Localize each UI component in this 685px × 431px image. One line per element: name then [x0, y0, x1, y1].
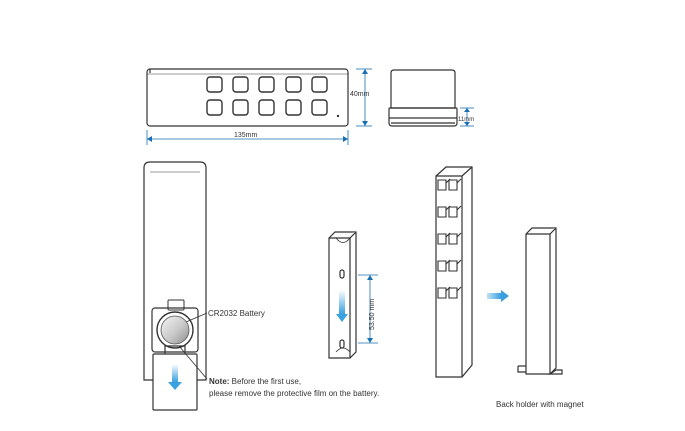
- wall-plate-arrow-icon: [336, 290, 348, 322]
- remote-buttons: [206, 76, 328, 116]
- led-indicator: [336, 114, 340, 118]
- dimension-screw-spacing: [358, 274, 378, 344]
- attach-arrow-icon: [487, 290, 509, 302]
- dimension-thickness: [460, 107, 474, 127]
- dimension-length-label: 135mm: [234, 132, 258, 139]
- remote-button: [206, 76, 223, 93]
- note-line-1: Note: Before the first use,: [209, 377, 301, 386]
- remote-button: [311, 76, 328, 93]
- slide-out-arrow-icon: [168, 364, 182, 390]
- remote-button: [232, 76, 249, 93]
- battery-leader-lines: [178, 312, 208, 380]
- remote-button: [285, 76, 302, 93]
- remote-button: [232, 99, 249, 116]
- dimension-thickness-label: 11mm: [458, 117, 474, 123]
- remote-button: [258, 76, 275, 93]
- dimension-length: [146, 130, 349, 145]
- remote-perspective-view: [435, 166, 473, 378]
- note-prefix: Note:: [209, 377, 229, 386]
- dimension-height-label: 40mm: [350, 91, 370, 98]
- back-holder-label: Back holder with magnet: [496, 400, 584, 409]
- dimension-screw-spacing-label: 53.50 mm: [369, 299, 376, 330]
- remote-button: [285, 99, 302, 116]
- remote-button: [258, 99, 275, 116]
- note-text-1: Before the first use,: [229, 377, 301, 386]
- remote-button: [206, 99, 223, 116]
- back-holder: [517, 227, 563, 375]
- remote-side-view: [388, 69, 458, 127]
- perspective-buttons: [437, 178, 462, 299]
- battery-label: CR2032 Battery: [208, 309, 265, 318]
- note-line-2: please remove the protective film on the…: [209, 389, 379, 398]
- remote-back-view: [143, 161, 207, 381]
- remote-front-view: [146, 68, 349, 127]
- battery-cell: [156, 311, 194, 349]
- dimension-height: [356, 68, 372, 127]
- remote-button: [311, 99, 328, 116]
